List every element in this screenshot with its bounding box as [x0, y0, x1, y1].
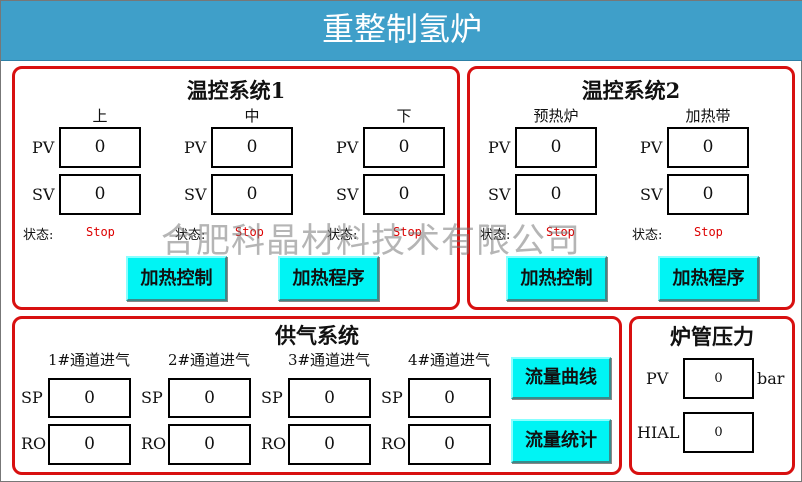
gas-supply-title: 供气系统: [275, 323, 359, 348]
heating-program-button[interactable]: 加热程序: [278, 256, 379, 301]
channel-label: 2#通道进气: [167, 351, 251, 369]
pv-value: 0: [59, 127, 141, 168]
sv-input[interactable]: 0: [515, 174, 597, 215]
ro-label: RO: [141, 434, 167, 453]
sv-input[interactable]: 0: [59, 174, 141, 215]
status-value: Stop: [694, 225, 723, 239]
sv-label: SV: [640, 185, 663, 204]
zone-label: 预热炉: [533, 107, 579, 125]
ro-value: 0: [168, 424, 251, 465]
sv-input[interactable]: 0: [667, 174, 749, 215]
ro-label: RO: [381, 434, 407, 453]
sv-input[interactable]: 0: [211, 174, 293, 215]
zone-label: 加热带: [685, 107, 731, 125]
pv-label: PV: [336, 138, 359, 157]
pv-value: 0: [211, 127, 293, 168]
ro-value: 0: [48, 424, 131, 465]
sv-label: SV: [32, 185, 55, 204]
sv-label: SV: [184, 185, 207, 204]
pv-label: PV: [488, 138, 511, 157]
heating-control-button[interactable]: 加热控制: [126, 256, 227, 301]
channel-label: 3#通道进气: [287, 351, 371, 369]
zone-label: 上: [92, 107, 108, 125]
sv-input[interactable]: 0: [363, 174, 445, 215]
pressure-unit: bar: [757, 369, 785, 388]
page-title: 重整制氢炉: [1, 1, 802, 61]
heating-control-button-2[interactable]: 加热控制: [506, 256, 607, 301]
zone-label: 中: [244, 107, 260, 125]
status-label: 状态:: [23, 228, 54, 243]
status-value: Stop: [235, 225, 264, 239]
sv-label: SV: [488, 185, 511, 204]
sp-input[interactable]: 0: [408, 378, 491, 418]
status-label: 状态:: [632, 228, 663, 243]
sp-label: SP: [21, 388, 43, 407]
pv-label: PV: [32, 138, 55, 157]
flow-stats-button[interactable]: 流量统计: [511, 419, 611, 463]
zone-label: 下: [396, 107, 412, 125]
pressure-pv-label: PV: [646, 369, 669, 388]
pressure-pv-value: 0: [683, 358, 754, 399]
temp-control-1-panel: [12, 66, 460, 310]
flow-curve-button[interactable]: 流量曲线: [511, 357, 611, 399]
ro-value: 0: [408, 424, 491, 465]
sp-input[interactable]: 0: [168, 378, 251, 418]
hial-input[interactable]: 0: [683, 412, 754, 453]
sp-label: SP: [141, 388, 163, 407]
pv-label: PV: [184, 138, 207, 157]
channel-label: 4#通道进气: [407, 351, 491, 369]
ro-label: RO: [21, 434, 47, 453]
pressure-title: 炉管压力: [670, 324, 754, 349]
gas-supply-panel: [12, 316, 622, 475]
sp-label: SP: [261, 388, 283, 407]
temp-control-2-title: 温控系统2: [581, 78, 681, 103]
temp-control-1-title: 温控系统1: [186, 78, 286, 103]
sp-input[interactable]: 0: [48, 378, 131, 418]
status-label: 状态:: [175, 228, 206, 243]
temp-control-2-panel: [467, 66, 795, 310]
heating-program-button-2[interactable]: 加热程序: [658, 256, 759, 301]
channel-label: 1#通道进气: [47, 351, 131, 369]
status-value: Stop: [86, 225, 115, 239]
sp-label: SP: [381, 388, 403, 407]
sv-label: SV: [336, 185, 359, 204]
pressure-panel: [629, 316, 795, 475]
status-value: Stop: [393, 225, 422, 239]
status-label: 状态:: [480, 228, 511, 243]
ro-value: 0: [288, 424, 371, 465]
hial-label: HIAL: [637, 423, 680, 442]
ro-label: RO: [261, 434, 287, 453]
pv-label: PV: [640, 138, 663, 157]
pv-value: 0: [515, 127, 597, 168]
pv-value: 0: [363, 127, 445, 168]
status-value: Stop: [546, 225, 575, 239]
sp-input[interactable]: 0: [288, 378, 371, 418]
status-label: 状态:: [327, 228, 358, 243]
pv-value: 0: [667, 127, 749, 168]
